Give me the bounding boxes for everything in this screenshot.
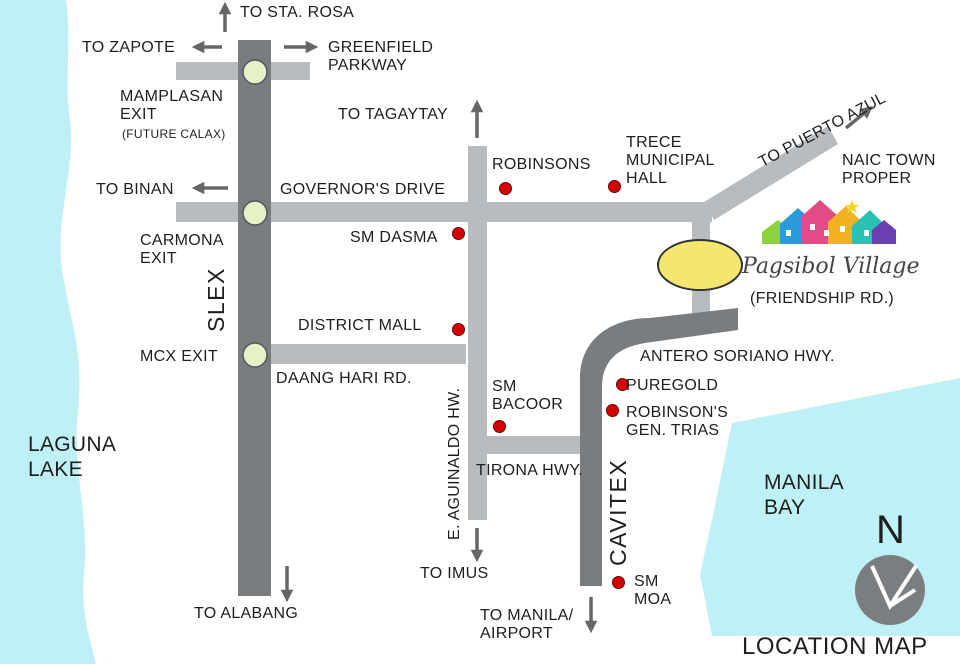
daang-hari-label: DAANG HARI RD. [276, 370, 412, 387]
trece-hall-label: TRECE MUNICIPAL HALL [626, 134, 715, 187]
slex-label: SLEX [203, 267, 229, 332]
map-title: LOCATION MAP [742, 633, 928, 660]
governors-drive-label: GOVERNOR'S DRIVE [280, 181, 446, 198]
to-zapote-label: TO ZAPOTE [82, 39, 176, 56]
robinsons-label: ROBINSONS [492, 156, 591, 173]
sm-dasma-marker [452, 227, 465, 240]
sm-moa-marker [612, 576, 625, 589]
mamplasan-exit-label: MAMPLASAN EXIT [120, 88, 224, 123]
robinsons-marker [499, 182, 512, 195]
direction-arrows [191, 1, 873, 634]
district-mall-label: DISTRICT MALL [298, 317, 422, 334]
greenfield-parkway-label: GREENFIELD PARKWAY [328, 39, 434, 74]
cavitex-highway [580, 308, 738, 586]
to-manila-airport-label: TO MANILA/ AIRPORT [480, 607, 574, 642]
trece-hall-marker [608, 180, 621, 193]
mcx-exit-label: MCX EXIT [140, 348, 218, 365]
robinsons-gen-trias-marker [606, 404, 619, 417]
puregold-marker [616, 378, 629, 391]
robinsons-gen-trias-label: ROBINSON'S GEN. TRIAS [626, 404, 729, 439]
village-marker [657, 239, 743, 291]
north-label: N [876, 508, 906, 552]
to-binan-label: TO BINAN [96, 181, 174, 198]
village-logo-icon [762, 200, 896, 244]
cavitex-label: CAVITEX [605, 458, 631, 566]
village-name: Pagsibol Village [742, 254, 920, 279]
mamplasan-note-label: (FUTURE CALAX) [122, 127, 226, 141]
manila-bay-label: MANILA BAY [764, 471, 844, 520]
sm-dasma-label: SM DASMA [350, 229, 438, 246]
district-mall-marker [452, 323, 465, 336]
to-tagaytay-label: TO TAGAYTAY [338, 106, 448, 123]
to-sta-rosa-label: TO STA. ROSA [240, 4, 355, 21]
antero-soriano-label: ANTERO SORIANO HWY. [640, 348, 835, 365]
friendship-road-label: (FRIENDSHIP RD.) [750, 290, 895, 307]
carmona-exit-marker [242, 200, 268, 226]
sm-bacoor-marker [493, 420, 506, 433]
tirona-highway-label: TIRONA HWY. [476, 462, 584, 479]
aguinaldo-highway-label: E. AGUINALDO HW. [446, 387, 463, 540]
to-alabang-label: TO ALABANG [194, 605, 299, 622]
puregold-label: PUREGOLD [626, 377, 719, 394]
slex-highway [238, 40, 271, 596]
to-imus-label: TO IMUS [420, 565, 489, 582]
carmona-exit-label: CARMONA EXIT [140, 232, 224, 267]
sm-moa-label: SM MOA [634, 573, 672, 608]
laguna-lake-label: LAGUNA LAKE [28, 433, 117, 482]
naic-town-label: NAIC TOWN PROPER [842, 152, 936, 187]
laguna-lake-shape [0, 0, 96, 664]
mcx-exit-marker [242, 342, 268, 368]
mamplasan-exit-marker [242, 59, 268, 85]
north-compass-icon [855, 555, 925, 625]
sm-bacoor-label: SM BACOOR [492, 378, 564, 413]
